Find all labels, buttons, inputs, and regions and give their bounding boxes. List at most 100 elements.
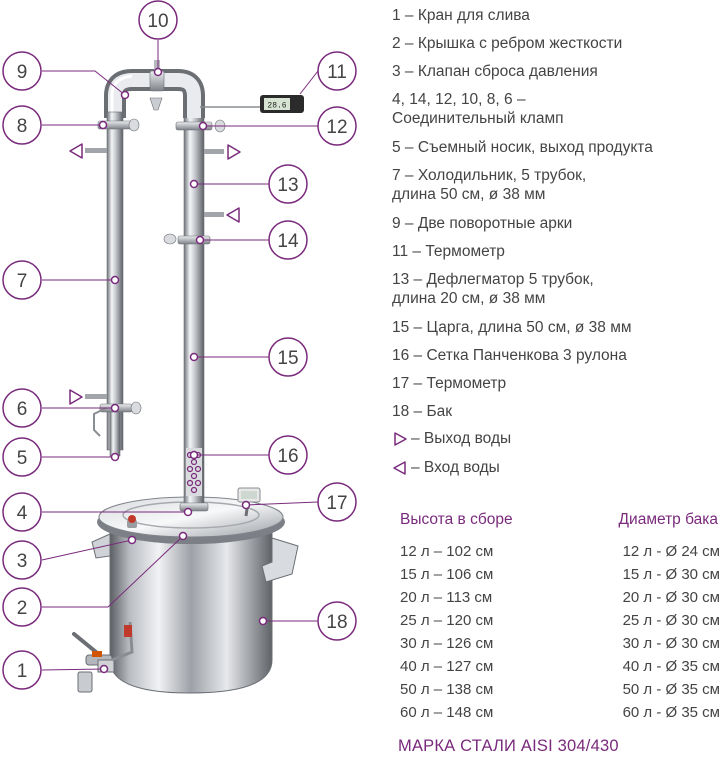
callout-number-14: 14 [277,231,299,252]
tank-handle-right [261,537,299,583]
callout-circle-3 [2,540,42,580]
water-in-arrow-icon [393,461,406,475]
dephlegmator-water-fittings [204,149,224,217]
clamp-10 [149,60,165,111]
callout-number-2: 2 [17,598,28,619]
callout-circle-18 [317,601,357,641]
callout-circle-4 [2,492,42,532]
callout-circle-6 [2,388,42,428]
callout-number-8: 8 [17,116,28,137]
dot-10 [153,67,163,77]
dot-12 [198,121,208,131]
callout-circle-14 [268,220,308,260]
column-base-clamp [179,502,209,512]
callout-number-6: 6 [17,399,28,420]
callout-number-10: 10 [147,11,168,32]
pressure-relief-valve [127,515,137,528]
dot-18 [258,616,268,626]
water-out-arrow-icon [394,432,407,446]
dot-4 [183,507,193,517]
dot-8 [98,120,108,130]
legend-item: 7 – Холодильник, 5 трубок, длина 50 см, … [392,167,587,203]
legend-item: 1 – Кран для слива [392,7,530,24]
leader-1 [41,668,105,671]
tank-lid [97,496,285,544]
dot-16 [189,450,199,460]
dot-7 [110,275,120,285]
legend-item: 11 – Термометр [392,243,505,260]
callout-number-1: 1 [17,661,28,682]
dot-13 [189,179,199,189]
distiller-diagram: 28.6 [2,0,357,694]
product-spout [109,411,121,457]
legend-water-out: – Выход воды [392,430,712,448]
callout-number-18: 18 [326,612,347,633]
callout-circle-10 [138,0,178,40]
callout-number-5: 5 [17,448,28,469]
dot-14 [195,235,205,245]
height-column-header: Высота в сборе [400,511,513,528]
callout-number-7: 7 [17,271,28,292]
tank-handle-left [91,533,111,559]
leader-2 [42,535,184,608]
dot-17 [241,500,251,510]
thermometer-display: 28.6 [267,102,286,111]
callout-circle-7 [2,260,42,300]
callout-circle-9 [2,51,42,91]
column-tsarga [183,111,205,505]
callout-number-3: 3 [17,551,28,572]
legend-item: 3 – Клапан сброса давления [392,63,598,80]
water-in-arrow-condenser-top [69,143,83,159]
dot-9 [120,90,130,100]
legend-item: 18 – Бак [392,403,453,420]
callout-number-9: 9 [17,62,28,83]
leader-9 [42,70,126,96]
leader-17 [245,501,319,506]
callout-circle-12 [317,106,357,146]
table-header: Высота в сборе Диаметр бака [400,511,720,529]
callout-number-16: 16 [277,446,298,467]
callout-number-4: 4 [17,503,28,524]
legend-item: 16 – Сетка Панченкова 3 рулона [392,347,627,364]
callout-circle-2 [2,587,42,627]
legend-item: 5 – Съемный носик, выход продукта [392,139,653,156]
leader-3 [41,539,133,561]
callout-number-15: 15 [277,348,298,369]
callout-circle-11 [317,51,357,91]
callout-circle-13 [268,164,308,204]
callout-number-13: 13 [277,175,298,196]
callout-circle-1 [2,650,42,690]
callout-circle-15 [268,337,308,377]
legend-item: 15 – Царга, длина 50 см, ø 38 мм [392,319,632,336]
water-out-arrow-condenser-bottom [69,389,83,405]
diameter-column-header: Диаметр бака [618,511,718,528]
legend-water-in: – Вход воды [392,459,712,477]
steel-grade-caption: МАРКА СТАЛИ AISI 304/430 [398,737,619,755]
dot-5 [110,452,120,462]
dot-1 [99,664,109,674]
dot-6 [110,403,120,413]
parts-legend: 1 – Кран для слива 2 – Крышка с ребром ж… [392,6,712,488]
dot-3 [127,535,137,545]
callout-circle-17 [317,482,357,522]
legend-item: 9 – Две поворотные арки [392,215,573,232]
digital-thermometer: 28.6 [200,95,304,113]
callout-circle-16 [268,435,308,475]
legend-item: 13 – Дефлегматор 5 трубок, длина 20 см, … [392,271,594,307]
callout-number-17: 17 [326,493,347,514]
dot-2 [178,531,188,541]
callout-circle-8 [2,105,42,145]
dot-15 [189,352,199,362]
leader-11 [299,70,319,95]
legend-item: 2 – Крышка с ребром жесткости [392,35,623,52]
callout-number-12: 12 [326,117,347,138]
callout-circle-5 [2,437,42,477]
